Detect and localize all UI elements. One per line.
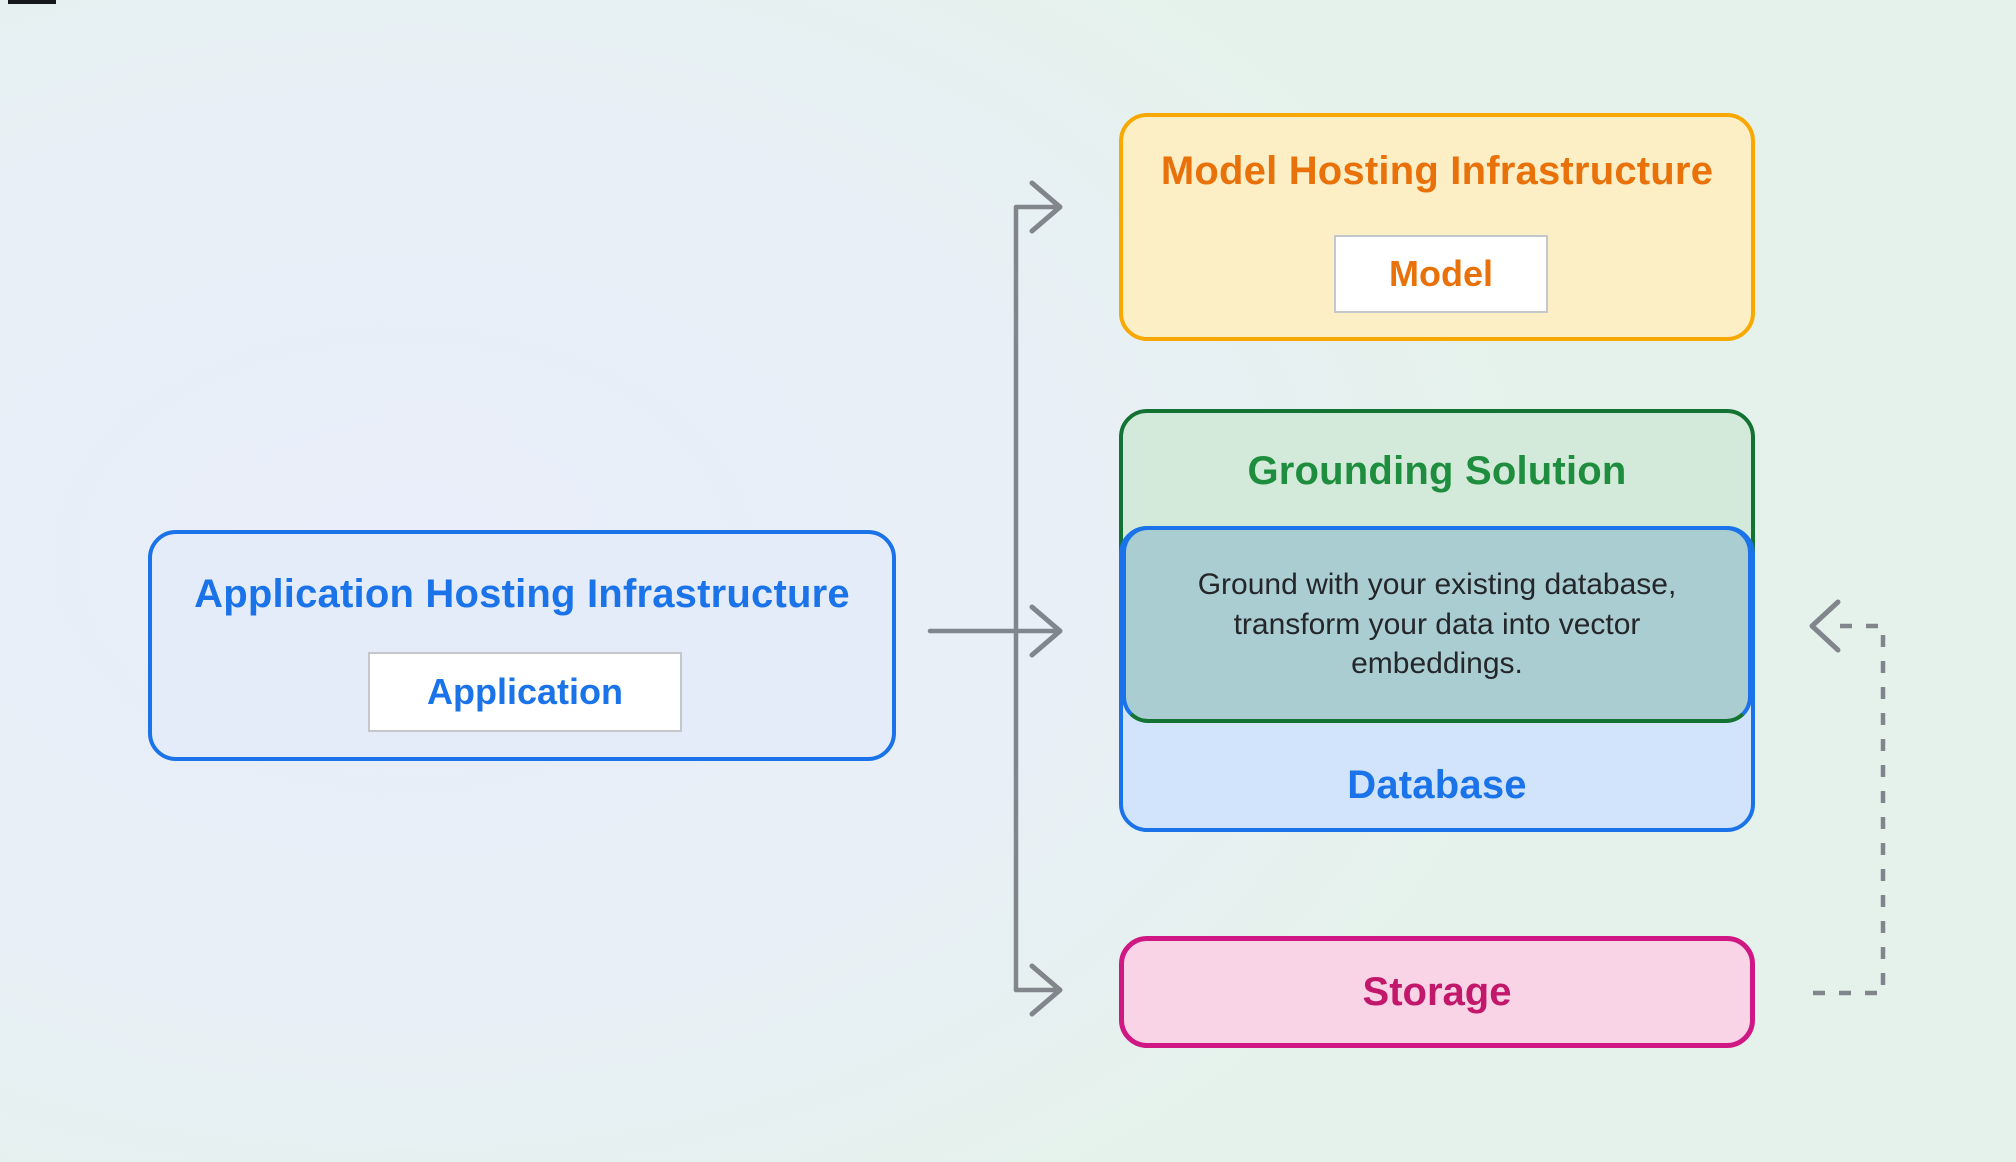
- application-chip-label: Application: [427, 671, 623, 712]
- grounding-solution-title: Grounding Solution: [1247, 449, 1627, 493]
- model-hosting-title: Model Hosting Infrastructure: [1160, 149, 1714, 193]
- screenshot-corner-artifact: [8, 0, 56, 4]
- storage-box: Storage: [1119, 936, 1755, 1048]
- grounding-description: Ground with your existing database, tran…: [1197, 567, 1677, 681]
- application-hosting-box: Application Hosting Infrastructure Appli…: [148, 530, 896, 761]
- dashed-feedback-line: [1813, 623, 1886, 996]
- arrowhead-feedback: [1809, 599, 1841, 653]
- arrowhead-to-storage: [1029, 963, 1063, 1017]
- arrowhead-to-model: [1029, 180, 1063, 234]
- database-label: Database: [1347, 763, 1527, 807]
- storage-label: Storage: [1362, 969, 1512, 1014]
- arrow-trunk-line: [1013, 204, 1057, 993]
- model-chip: Model: [1334, 235, 1548, 313]
- feedback-dashed-arrow: [1809, 599, 1886, 996]
- arrowhead-to-grounding: [1029, 604, 1063, 658]
- grounding-database-overlap-box: Ground with your existing database, tran…: [1122, 526, 1752, 723]
- application-chip: Application: [368, 652, 682, 732]
- model-chip-label: Model: [1389, 253, 1493, 294]
- fanout-arrows: [927, 180, 1063, 1017]
- application-hosting-title: Application Hosting Infrastructure: [194, 572, 850, 616]
- model-hosting-box: Model Hosting Infrastructure Model: [1119, 113, 1755, 341]
